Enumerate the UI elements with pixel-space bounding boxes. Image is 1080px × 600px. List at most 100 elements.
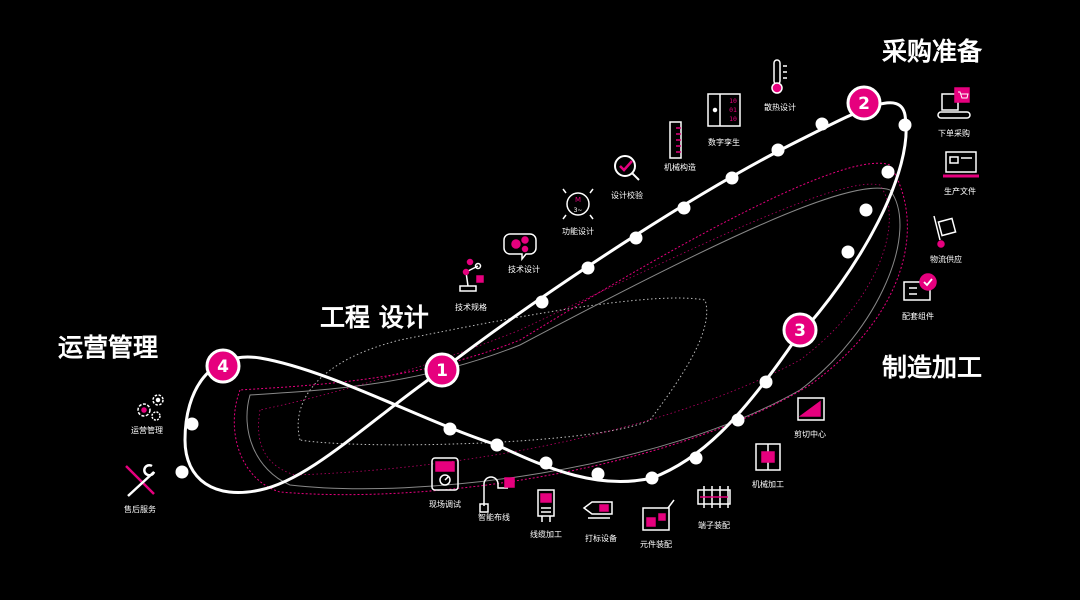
- step-design-check-label: 设计校验: [611, 190, 643, 200]
- path-node: [771, 143, 785, 157]
- path-node: [175, 465, 189, 479]
- step-after-sales-label: 售后服务: [124, 504, 156, 514]
- step-component-assembly-label: 元件装配: [640, 539, 672, 549]
- step-site-debug[interactable]: 现场调试: [429, 457, 461, 509]
- step-cutting-center[interactable]: 剪切中心: [794, 397, 826, 439]
- step-marking-device-label: 打标设备: [585, 533, 617, 543]
- magnifier-check-icon: [614, 155, 640, 181]
- phase-1-badge[interactable]: 1: [424, 352, 460, 388]
- step-machining-label: 机械加工: [752, 479, 784, 489]
- inner-loop-dotted-white: [297, 297, 708, 446]
- phase-3-badge[interactable]: 3: [782, 312, 818, 348]
- step-kit-parts-label: 配套组件: [902, 311, 934, 321]
- terminal-block-icon: [697, 486, 731, 508]
- path-node: [759, 375, 773, 389]
- svg-text:10: 10: [729, 115, 737, 123]
- step-ops-management[interactable]: 运营管理: [131, 394, 164, 435]
- ruler-icon: [669, 121, 682, 159]
- gears-icon: [137, 394, 164, 421]
- step-function-design[interactable]: M 3~ 功能设计: [562, 188, 594, 236]
- svg-text:10: 10: [729, 97, 737, 105]
- monitor-icon: [943, 151, 979, 178]
- path-node: [581, 261, 595, 275]
- step-mechanical[interactable]: 机械构造: [664, 121, 696, 172]
- step-logistics-label: 物流供应: [930, 254, 962, 264]
- path-node: [841, 245, 855, 259]
- path-node: [815, 117, 829, 131]
- phase-4-number: 4: [217, 357, 229, 377]
- step-design-check[interactable]: 设计校验: [611, 155, 643, 200]
- speech-bubble-gears-icon: [503, 233, 537, 262]
- phase-1-number: 1: [436, 361, 448, 381]
- path-node: [443, 422, 457, 436]
- component-board-icon: [642, 499, 675, 531]
- step-terminal-assembly-label: 端子装配: [698, 520, 730, 530]
- step-smart-wiring[interactable]: 智能布线: [478, 476, 515, 522]
- path-node: [645, 471, 659, 485]
- phase-3-title: 制造加工: [882, 353, 982, 382]
- step-production-docs-label: 生产文件: [944, 186, 976, 196]
- svg-text:01: 01: [729, 106, 737, 114]
- step-logistics[interactable]: 物流供应: [930, 215, 962, 264]
- path-node: [725, 171, 739, 185]
- step-cutting-center-label: 剪切中心: [794, 429, 826, 439]
- step-production-docs[interactable]: 生产文件: [943, 151, 979, 196]
- step-order-purchase[interactable]: 下单采购: [937, 87, 971, 138]
- path-node: [185, 417, 199, 431]
- path-nodes: [175, 117, 912, 485]
- inner-loop-white: [246, 187, 901, 490]
- step-ops-management-label: 运营管理: [131, 425, 163, 435]
- step-tech-spec-label: 技术规格: [455, 302, 487, 312]
- path-node: [898, 118, 912, 132]
- path-node: [539, 456, 553, 470]
- step-heat-design[interactable]: 散热设计: [764, 59, 796, 112]
- svg-text:3~: 3~: [574, 207, 583, 214]
- cabinet-icon: [755, 443, 781, 471]
- main-infinity-path: [183, 101, 908, 495]
- path-node: [859, 203, 873, 217]
- phase-2-number: 2: [858, 94, 870, 114]
- step-heat-design-label: 散热设计: [764, 102, 796, 112]
- phase-4-title: 运营管理: [58, 333, 158, 362]
- step-machining[interactable]: 机械加工: [752, 443, 784, 489]
- step-after-sales[interactable]: 售后服务: [124, 464, 156, 514]
- phase-1-title: 工程 设计: [320, 303, 429, 332]
- path-node: [535, 295, 549, 309]
- phase-4-badge[interactable]: 4: [205, 348, 241, 384]
- phase-2-badge[interactable]: 2: [846, 85, 882, 121]
- step-terminal-assembly[interactable]: 端子装配: [697, 486, 731, 530]
- hand-truck-box-icon: [933, 215, 957, 248]
- checked-document-icon: [903, 273, 937, 301]
- path-node: [490, 438, 504, 452]
- phase-3-number: 3: [794, 321, 806, 341]
- step-function-design-label: 功能设计: [562, 226, 594, 236]
- step-component-assembly[interactable]: 元件装配: [640, 499, 675, 549]
- step-tech-spec[interactable]: 技术规格: [455, 258, 487, 313]
- step-digital-twin-label: 数字孪生: [708, 137, 740, 147]
- path-node: [881, 165, 895, 179]
- step-kit-parts[interactable]: 配套组件: [902, 273, 937, 321]
- step-wire-processing[interactable]: 线缆加工: [530, 489, 562, 539]
- robot-arm-icon: [459, 258, 484, 292]
- binary-cabinet-icon: 10 01 10: [707, 93, 741, 127]
- path-node: [689, 451, 703, 465]
- step-digital-twin[interactable]: 10 01 10 数字孪生: [707, 93, 741, 147]
- step-smart-wiring-label: 智能布线: [478, 512, 510, 522]
- path-node: [629, 231, 643, 245]
- path-node: [731, 413, 745, 427]
- cable-icon: [479, 476, 515, 513]
- step-tech-design-label: 技术设计: [508, 264, 540, 274]
- step-tech-design[interactable]: 技术设计: [503, 233, 540, 274]
- svg-text:M: M: [575, 196, 581, 204]
- step-wire-processing-label: 线缆加工: [530, 529, 562, 539]
- wire-processor-icon: [537, 489, 555, 522]
- path-node: [591, 467, 605, 481]
- step-marking-device[interactable]: 打标设备: [582, 501, 617, 543]
- wrench-screwdriver-icon: [125, 464, 156, 497]
- motor-icon: M 3~: [562, 188, 594, 220]
- marker-label-icon: [582, 501, 613, 519]
- phase-2-title: 采购准备: [882, 37, 983, 66]
- step-site-debug-label: 现场调试: [429, 499, 461, 509]
- step-mechanical-label: 机械构造: [664, 162, 696, 172]
